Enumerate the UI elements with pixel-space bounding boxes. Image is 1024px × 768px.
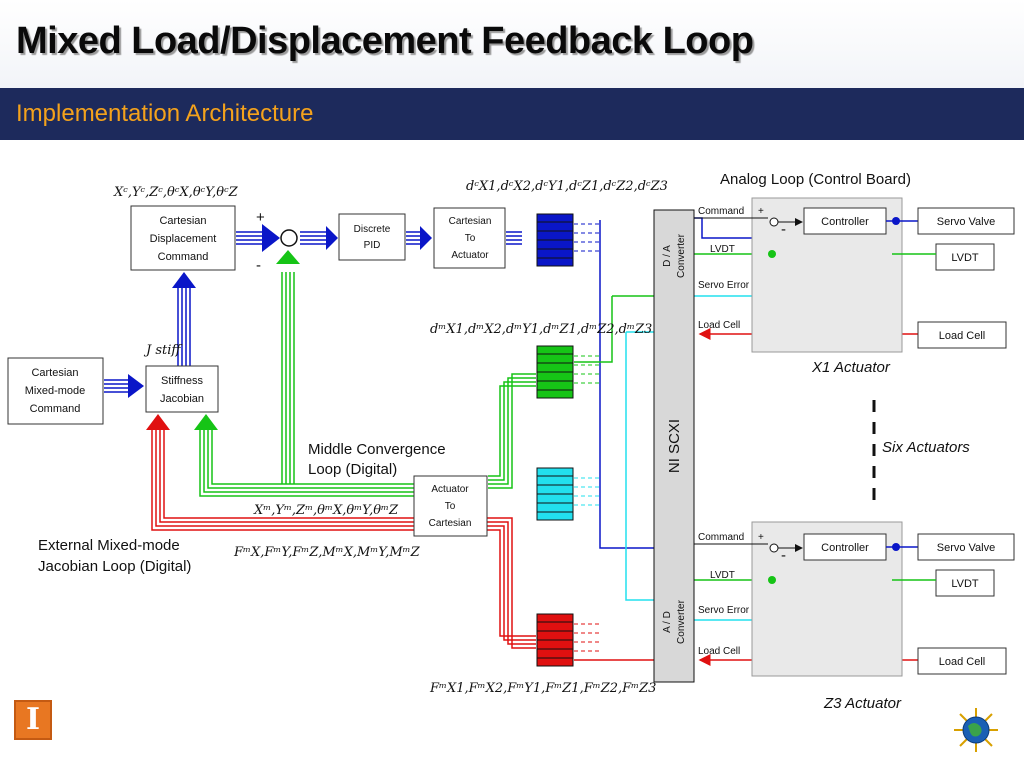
x1-controller: Controller (821, 216, 869, 228)
svg-text:Converter: Converter (676, 599, 687, 644)
svg-text:Command: Command (30, 403, 81, 415)
header (0, 0, 1024, 88)
svg-text:Stiffness: Stiffness (161, 375, 203, 387)
note-external-loop-2: Jacobian Loop (Digital) (38, 558, 191, 575)
arrow-disp-sum (262, 224, 280, 252)
channel-bundle-green (536, 345, 600, 399)
z3-servo-valve: Servo Valve (937, 542, 996, 554)
slide-subtitle: Implementation Architecture (16, 100, 314, 127)
note-six-actuators: Six Actuators (882, 439, 970, 456)
z3-load-cell: Load Cell (939, 656, 985, 668)
channel-bundle-red (536, 613, 600, 667)
channel-bundle-cyan (536, 467, 600, 521)
math-actuator-command: dᶜX1,dᶜX2,dᶜY1,dᶜZ1,dᶜZ2,dᶜZ3 (466, 179, 668, 194)
svg-text:A / D: A / D (662, 611, 673, 633)
svg-text:Servo Error: Servo Error (698, 605, 750, 616)
svg-text:Load Cell: Load Cell (698, 320, 740, 331)
svg-text:-: - (781, 221, 786, 238)
svg-text:Cartesian: Cartesian (449, 216, 492, 227)
note-z3-actuator: Z3 Actuator (823, 695, 902, 712)
svg-text:LVDT: LVDT (710, 244, 735, 255)
svg-text:Command: Command (158, 251, 209, 263)
arrow-green-stiff (194, 414, 218, 430)
svg-text:LVDT: LVDT (710, 570, 735, 581)
block-stiffness-jacobian: Stiffness Jacobian (145, 365, 219, 413)
block-discrete-pid: Discrete PID (338, 213, 406, 261)
blue-wires (104, 217, 770, 549)
svg-text:PID: PID (364, 240, 381, 251)
svg-text:Servo Error: Servo Error (698, 280, 750, 291)
svg-text:Converter: Converter (676, 233, 687, 278)
university-logo-icon: I (14, 700, 52, 740)
block-cartesian-displacement: Cartesian Displacement Command (130, 205, 236, 271)
note-middle-loop-2: Loop (Digital) (308, 461, 397, 478)
svg-text:Displacement: Displacement (150, 233, 217, 245)
svg-text:Actuator: Actuator (451, 250, 489, 261)
plus-sign: + (256, 209, 265, 226)
note-middle-loop-1: Middle Convergence (308, 441, 446, 458)
svg-text:D / A: D / A (662, 245, 673, 267)
svg-text:+: + (758, 532, 764, 543)
z3-lvdt: LVDT (951, 578, 979, 590)
svg-text:Actuator: Actuator (431, 484, 469, 495)
block-cartesian-to-actuator: Cartesian To Actuator (433, 207, 506, 269)
ni-scxi-block: NI SCXI D / A Converter A / D Converter (653, 209, 695, 683)
math-cartesian-measured: Xᵐ,Yᵐ,Zᵐ,θᵐX,θᵐY,θᵐZ (253, 503, 399, 518)
svg-text:Command: Command (698, 206, 744, 217)
note-x1-actuator: X1 Actuator (811, 359, 891, 376)
x1-control-board: Controller Servo Valve LVDT Load Cell Co… (694, 197, 1015, 353)
slide-title: Mixed Load/Displacement Feedback Loop (16, 20, 754, 62)
minus-sign: - (256, 257, 261, 274)
z3-control-board: Controller Servo Valve LVDT Load Cell Co… (694, 521, 1015, 677)
svg-text:Discrete: Discrete (354, 224, 391, 235)
svg-text:-: - (781, 547, 786, 564)
math-force-moment: FᵐX,FᵐY,FᵐZ,MᵐX,MᵐY,MᵐZ (233, 545, 421, 560)
math-actuator-measured: dᵐX1,dᵐX2,dᵐY1,dᵐZ1,dᵐZ2,dᵐZ3 (430, 322, 652, 337)
math-j-stiff: J stiff (143, 343, 183, 358)
arrow-pid-in (326, 226, 338, 250)
svg-text:Cartesian: Cartesian (159, 215, 206, 227)
arrow-red-stiff (146, 414, 170, 430)
svg-text:To: To (445, 501, 456, 512)
svg-text:Cartesian: Cartesian (31, 367, 78, 379)
arrow-stiff-up (172, 272, 196, 288)
note-analog-loop: Analog Loop (Control Board) (720, 171, 911, 188)
svg-text:Load Cell: Load Cell (698, 646, 740, 657)
math-cartesian-command: Xᶜ,Yᶜ,Zᶜ,θᶜX,θᶜY,θᶜZ (113, 185, 239, 200)
subtitle-bar (0, 88, 1024, 140)
architecture-diagram: + - Cartesian Displacement Command (7, 171, 1015, 712)
z3-controller: Controller (821, 542, 869, 554)
svg-text:+: + (758, 206, 764, 217)
svg-text:To: To (465, 233, 476, 244)
svg-text:Mixed-mode: Mixed-mode (25, 385, 86, 397)
channel-bundle-blue (536, 213, 600, 267)
svg-text:Cartesian: Cartesian (429, 518, 472, 529)
summing-junction (280, 229, 298, 247)
svg-text:NI SCXI: NI SCXI (666, 419, 683, 473)
arrow-green-sum (276, 250, 300, 264)
svg-text:Jacobian: Jacobian (160, 393, 204, 405)
x1-load-cell: Load Cell (939, 330, 985, 342)
arrow-mixed-in (128, 374, 144, 398)
note-external-loop-1: External Mixed-mode (38, 537, 180, 554)
math-actuator-forces: FᵐX1,FᵐX2,FᵐY1,FᵐZ1,FᵐZ2,FᵐZ3 (429, 681, 656, 696)
x1-lvdt: LVDT (951, 252, 979, 264)
block-cartesian-mixed: Cartesian Mixed-mode Command (7, 357, 104, 425)
svg-text:Command: Command (698, 532, 744, 543)
arrow-c2a-in (420, 226, 432, 250)
globe-logo-icon (954, 708, 998, 752)
block-actuator-to-cartesian: Actuator To Cartesian (413, 475, 488, 537)
x1-servo-valve: Servo Valve (937, 216, 996, 228)
